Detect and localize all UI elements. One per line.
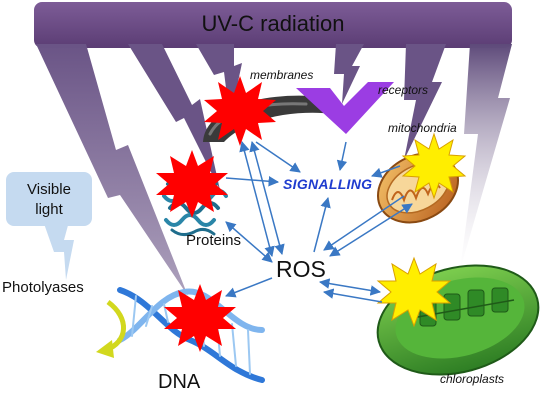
arrow-ros-dna (225, 277, 273, 298)
damage-star-proteins (156, 150, 228, 218)
uv-c-title: UV-C radiation (201, 11, 345, 36)
ros-label: ROS (276, 256, 326, 282)
mitochondria-label: mitochondria (388, 121, 457, 135)
uv-bolt-right (404, 44, 446, 160)
uv-bolt-center (334, 44, 364, 104)
visible-light-label: Visible light (6, 180, 92, 220)
ros-star-mitochondria (401, 132, 467, 200)
uv-bolt-center-left (128, 44, 220, 190)
uv-bolt-far-right (460, 44, 512, 270)
damage-star-dna (164, 284, 236, 352)
uv-bolt-left (36, 44, 188, 296)
arrow-mitochondria-ros-2 (323, 195, 405, 251)
damage-star-membranes (204, 76, 276, 146)
arrow-chloroplasts-ros (318, 278, 382, 296)
arrow-receptors-signalling (336, 141, 348, 172)
visible-light-line2: light (35, 201, 63, 218)
receptor (296, 82, 394, 134)
photolyases-label: Photolyases (2, 279, 84, 296)
ros-star-chloroplasts (376, 256, 452, 328)
uv-c-banner (34, 2, 512, 48)
visible-light-box (6, 172, 92, 226)
membranes-label: membranes (250, 68, 314, 82)
dna-label: DNA (158, 371, 201, 393)
arrow-mitochondria-ros (329, 203, 413, 257)
receptors-label: receptors (378, 83, 429, 97)
proteins-label: Proteins (186, 232, 242, 249)
arrow-mitochondria-signalling (371, 165, 401, 178)
arrow-ros-proteins (225, 221, 273, 263)
photolyase-arrowhead (96, 340, 114, 358)
visible-light-line1: Visible (27, 181, 71, 198)
arrow-chloroplasts-ros-2 (322, 288, 383, 303)
arrow-membranes-signalling (255, 141, 301, 173)
signalling-label: SIGNALLING (283, 176, 373, 192)
arrow-ros-signalling (313, 196, 331, 253)
visible-light-bolt (42, 218, 74, 280)
chloroplasts-label: chloroplasts (440, 372, 505, 386)
